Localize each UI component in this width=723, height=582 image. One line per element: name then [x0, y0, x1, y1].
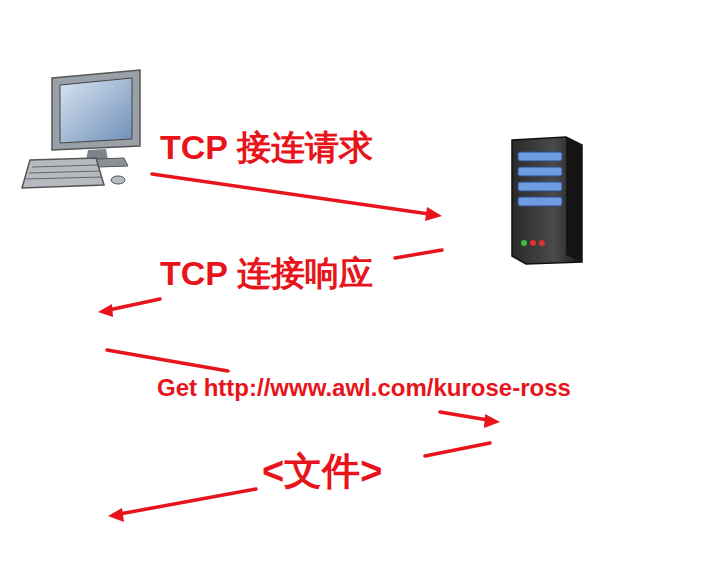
client-computer	[22, 70, 140, 188]
response-label: TCP 连接响应	[160, 254, 373, 293]
request-label: TCP 接连请求	[160, 128, 373, 167]
message-arrows	[104, 174, 494, 515]
request-url-label: Get http://www.awl.com/kurose-ross	[157, 374, 571, 402]
file-label: <文件>	[262, 450, 382, 494]
arrowheads	[98, 207, 500, 522]
server-tower	[512, 137, 582, 264]
